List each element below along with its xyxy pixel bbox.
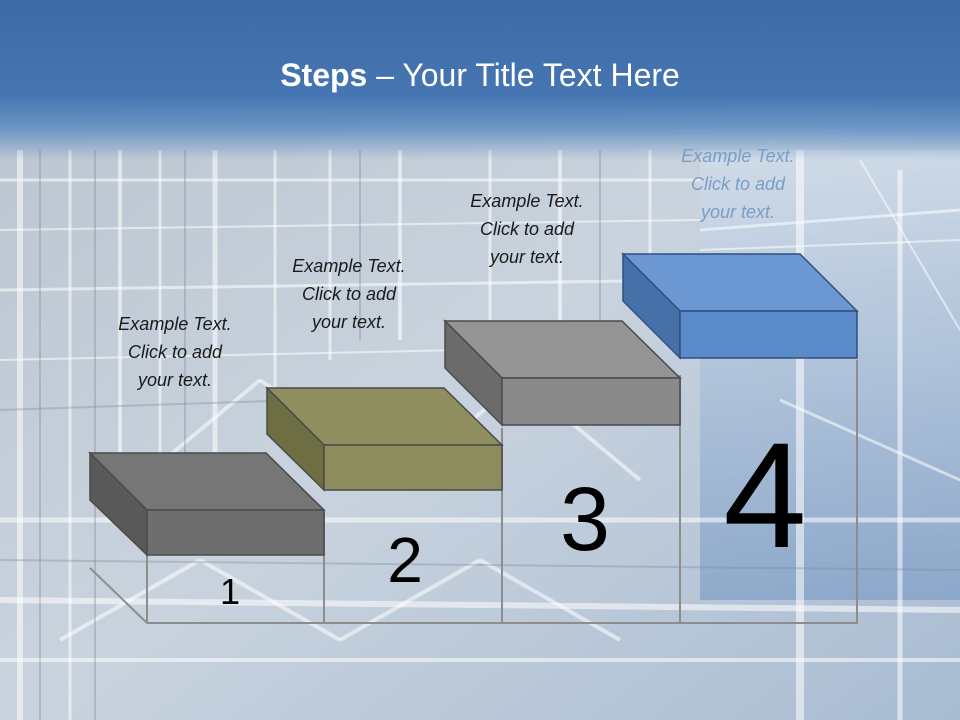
title-bold: Steps [280, 57, 368, 93]
step-4-caption[interactable]: Example Text. Click to add your text. [653, 142, 823, 226]
step-1-front [146, 509, 325, 556]
caption-line: Example Text. [118, 314, 232, 334]
step-2-caption[interactable]: Example Text. Click to add your text. [264, 252, 434, 336]
caption-line: Example Text. [470, 191, 584, 211]
slide-title[interactable]: Steps – Your Title Text Here [0, 55, 960, 95]
step-4-block[interactable] [621, 252, 859, 360]
caption-line: Click to add [479, 219, 575, 239]
title-band [0, 0, 960, 160]
step-4-front [679, 310, 858, 359]
caption-line: Example Text. [681, 146, 795, 166]
step-1-block[interactable] [88, 451, 326, 557]
step-3-caption[interactable]: Example Text. Click to add your text. [442, 187, 612, 271]
caption-line: your text. [700, 202, 776, 222]
step-3-block[interactable] [443, 319, 682, 427]
caption-line: your text. [137, 370, 213, 390]
caption-line: your text. [311, 312, 387, 332]
step-2-block[interactable] [265, 386, 504, 492]
caption-line: Example Text. [292, 256, 406, 276]
step-1-caption[interactable]: Example Text. Click to add your text. [90, 310, 260, 394]
step-3-front [501, 377, 681, 426]
step-2-number: 2 [387, 524, 423, 596]
title-rest: – Your Title Text Here [367, 57, 680, 93]
caption-line: Click to add [690, 174, 786, 194]
caption-line: Click to add [301, 284, 397, 304]
caption-line: your text. [489, 247, 565, 267]
caption-line: Click to add [127, 342, 223, 362]
step-3-number: 3 [559, 470, 611, 570]
step-4-number: 4 [723, 411, 807, 579]
step-1-number: 1 [219, 571, 241, 612]
step-2-front [323, 444, 503, 491]
